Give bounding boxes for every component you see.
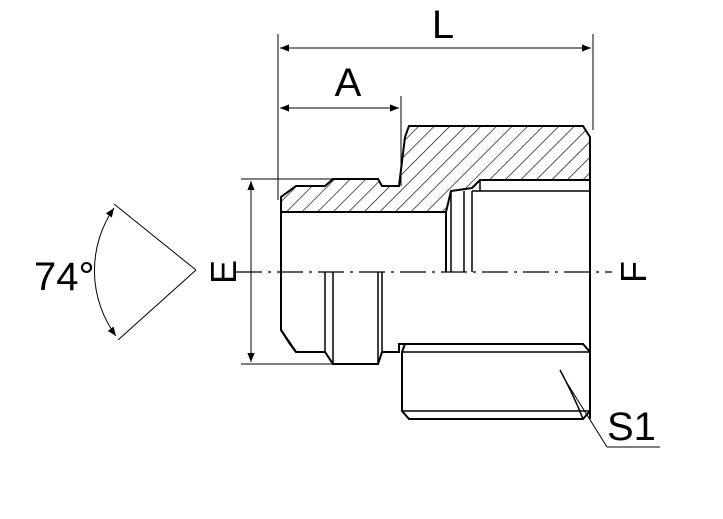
label-74-degrees: 74° <box>34 255 95 299</box>
leader-S1: S1 <box>566 382 660 449</box>
bore-detail <box>445 191 473 272</box>
dimension-A: A <box>280 61 402 186</box>
angle-74: 74° <box>34 203 197 341</box>
label-L: L <box>432 3 454 47</box>
upper-section <box>280 125 591 213</box>
label-E: E <box>203 260 244 284</box>
lower-exterior <box>280 180 591 420</box>
dimension-L: L <box>277 3 594 200</box>
section-hatch <box>280 125 591 213</box>
label-A: A <box>335 61 362 105</box>
label-S1: S1 <box>607 405 656 449</box>
dimension-E: E <box>203 178 333 365</box>
label-F: F <box>613 261 654 283</box>
